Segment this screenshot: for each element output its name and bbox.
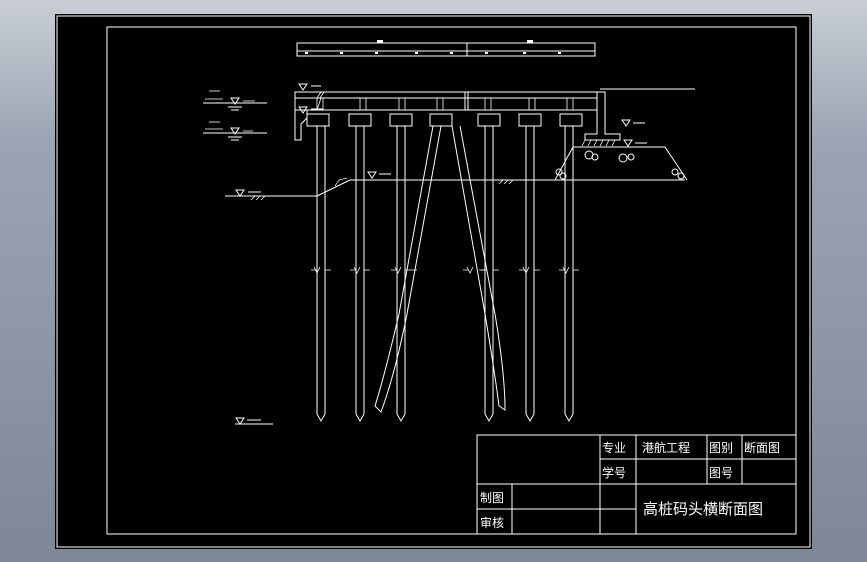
deck-elevation-mark [298, 83, 308, 91]
deck-plan-strip [296, 40, 596, 57]
rubble-mound [554, 119, 688, 181]
pile-tip-elevation-mark [235, 417, 245, 425]
pile-splices [311, 266, 579, 274]
raked-piles [374, 125, 506, 413]
vertical-piles [316, 126, 574, 423]
title-block [476, 434, 797, 535]
student-id-label: 学号 [602, 466, 627, 480]
drawing-title: 高桩码头横断面图 [643, 500, 764, 518]
water-level-marks [203, 90, 267, 141]
seabed-profile [225, 171, 685, 201]
drawing-no-label: 图号 [709, 466, 734, 480]
drawn-by-label: 制图 [480, 491, 505, 505]
cross-section-drawing [56, 15, 811, 548]
inner-frame [106, 26, 797, 535]
category-label: 图别 [709, 441, 734, 455]
drawing-sheet: 专业 港航工程 图别 断面图 学号 图号 制图 审核 高桩码头横断面图 [55, 14, 812, 549]
pile-caps [306, 113, 583, 127]
checked-by-label: 审核 [480, 516, 505, 530]
major-label: 专业 [602, 441, 627, 455]
category-value: 断面图 [744, 441, 781, 455]
outer-frame [56, 15, 811, 548]
major-value: 港航工程 [642, 441, 691, 455]
